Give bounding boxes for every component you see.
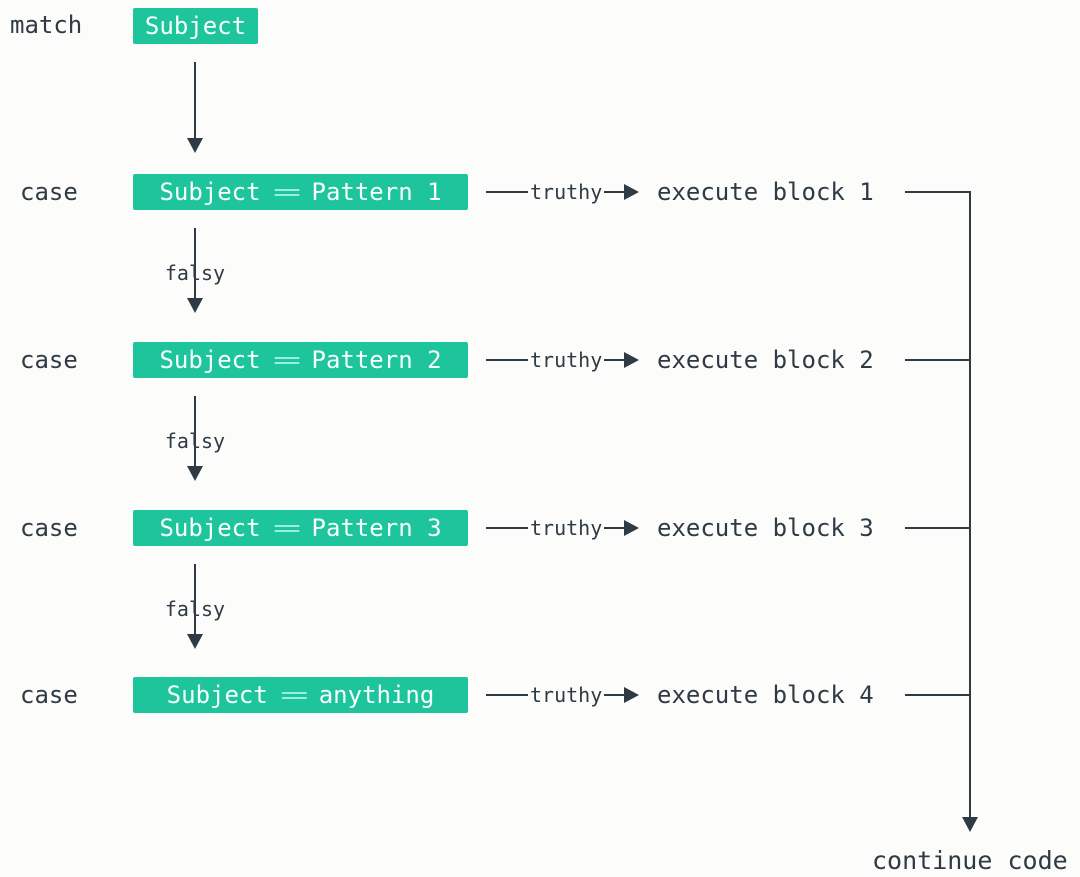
- truthy-line-right: [604, 191, 625, 193]
- result-connector-line: [905, 527, 970, 529]
- falsy-arrow-head-icon: [187, 466, 203, 481]
- truthy-connector: truthy: [486, 510, 640, 546]
- truthy-label: truthy: [530, 348, 603, 372]
- falsy-arrow-head-icon: [187, 634, 203, 649]
- condition-lhs: Subject: [166, 681, 268, 709]
- subject-arrow-line: [194, 62, 196, 140]
- condition-lhs: Subject: [159, 178, 261, 206]
- rail-arrow-head-icon: [962, 817, 978, 832]
- truthy-line-right: [604, 694, 625, 696]
- case-row: case Subject == Pattern 1 truthy execute b…: [0, 174, 1080, 210]
- truthy-connector: truthy: [486, 677, 640, 713]
- execute-block-label: execute block 3: [657, 514, 874, 542]
- truthy-label: truthy: [530, 516, 603, 540]
- execute-block-label: execute block 2: [657, 346, 874, 374]
- case-row: case Subject == Pattern 2 truthy execute b…: [0, 342, 1080, 378]
- result-connector-line: [905, 359, 970, 361]
- case-row: case Subject == anything truthy execute bl…: [0, 677, 1080, 713]
- subject-box: Subject: [133, 8, 258, 44]
- falsy-arrow-line: [194, 228, 196, 300]
- truthy-line-left: [486, 527, 528, 529]
- condition-lhs: Subject: [159, 514, 261, 542]
- case-keyword: case: [20, 346, 78, 374]
- condition-operator: ==: [280, 681, 308, 709]
- condition-operator: ==: [273, 346, 301, 374]
- result-connector-line: [905, 191, 970, 193]
- case-condition-box: Subject == Pattern 3: [133, 510, 468, 546]
- falsy-connector: falsy: [150, 228, 240, 320]
- falsy-arrow-line: [194, 396, 196, 468]
- case-keyword: case: [20, 178, 78, 206]
- case-condition-box: Subject == anything: [133, 677, 468, 713]
- truthy-arrow-head-icon: [624, 184, 640, 200]
- truthy-line-left: [486, 191, 528, 193]
- truthy-label: truthy: [530, 180, 603, 204]
- condition-rhs: Pattern 2: [311, 346, 442, 374]
- truthy-line-right: [604, 359, 625, 361]
- condition-operator: ==: [273, 514, 301, 542]
- case-row: case Subject == Pattern 3 truthy execute b…: [0, 510, 1080, 546]
- falsy-label: falsy: [164, 597, 226, 621]
- condition-operator: ==: [273, 178, 301, 206]
- truthy-connector: truthy: [486, 342, 640, 378]
- rail-line: [969, 191, 971, 819]
- truthy-line-left: [486, 359, 528, 361]
- falsy-arrow-head-icon: [187, 298, 203, 313]
- falsy-label: falsy: [164, 429, 226, 453]
- case-condition-box: Subject == Pattern 1: [133, 174, 468, 210]
- continue-code-label: continue code: [872, 846, 1068, 875]
- falsy-connector: falsy: [150, 396, 240, 488]
- case-keyword: case: [20, 681, 78, 709]
- truthy-connector: truthy: [486, 174, 640, 210]
- subject-arrow-head-icon: [187, 138, 203, 153]
- falsy-connector: falsy: [150, 564, 240, 656]
- match-keyword: match: [10, 11, 83, 39]
- truthy-line-left: [486, 694, 528, 696]
- execute-block-label: execute block 1: [657, 178, 874, 206]
- condition-lhs: Subject: [159, 346, 261, 374]
- condition-rhs: Pattern 1: [311, 178, 442, 206]
- falsy-label: falsy: [164, 261, 226, 285]
- condition-rhs: Pattern 3: [311, 514, 442, 542]
- truthy-arrow-head-icon: [624, 520, 640, 536]
- execute-block-label: execute block 4: [657, 681, 874, 709]
- truthy-arrow-head-icon: [624, 687, 640, 703]
- truthy-line-right: [604, 527, 625, 529]
- condition-rhs: anything: [318, 681, 435, 709]
- falsy-arrow-line: [194, 564, 196, 636]
- case-condition-box: Subject == Pattern 2: [133, 342, 468, 378]
- truthy-label: truthy: [530, 683, 603, 707]
- truthy-arrow-head-icon: [624, 352, 640, 368]
- result-connector-line: [905, 694, 970, 696]
- case-keyword: case: [20, 514, 78, 542]
